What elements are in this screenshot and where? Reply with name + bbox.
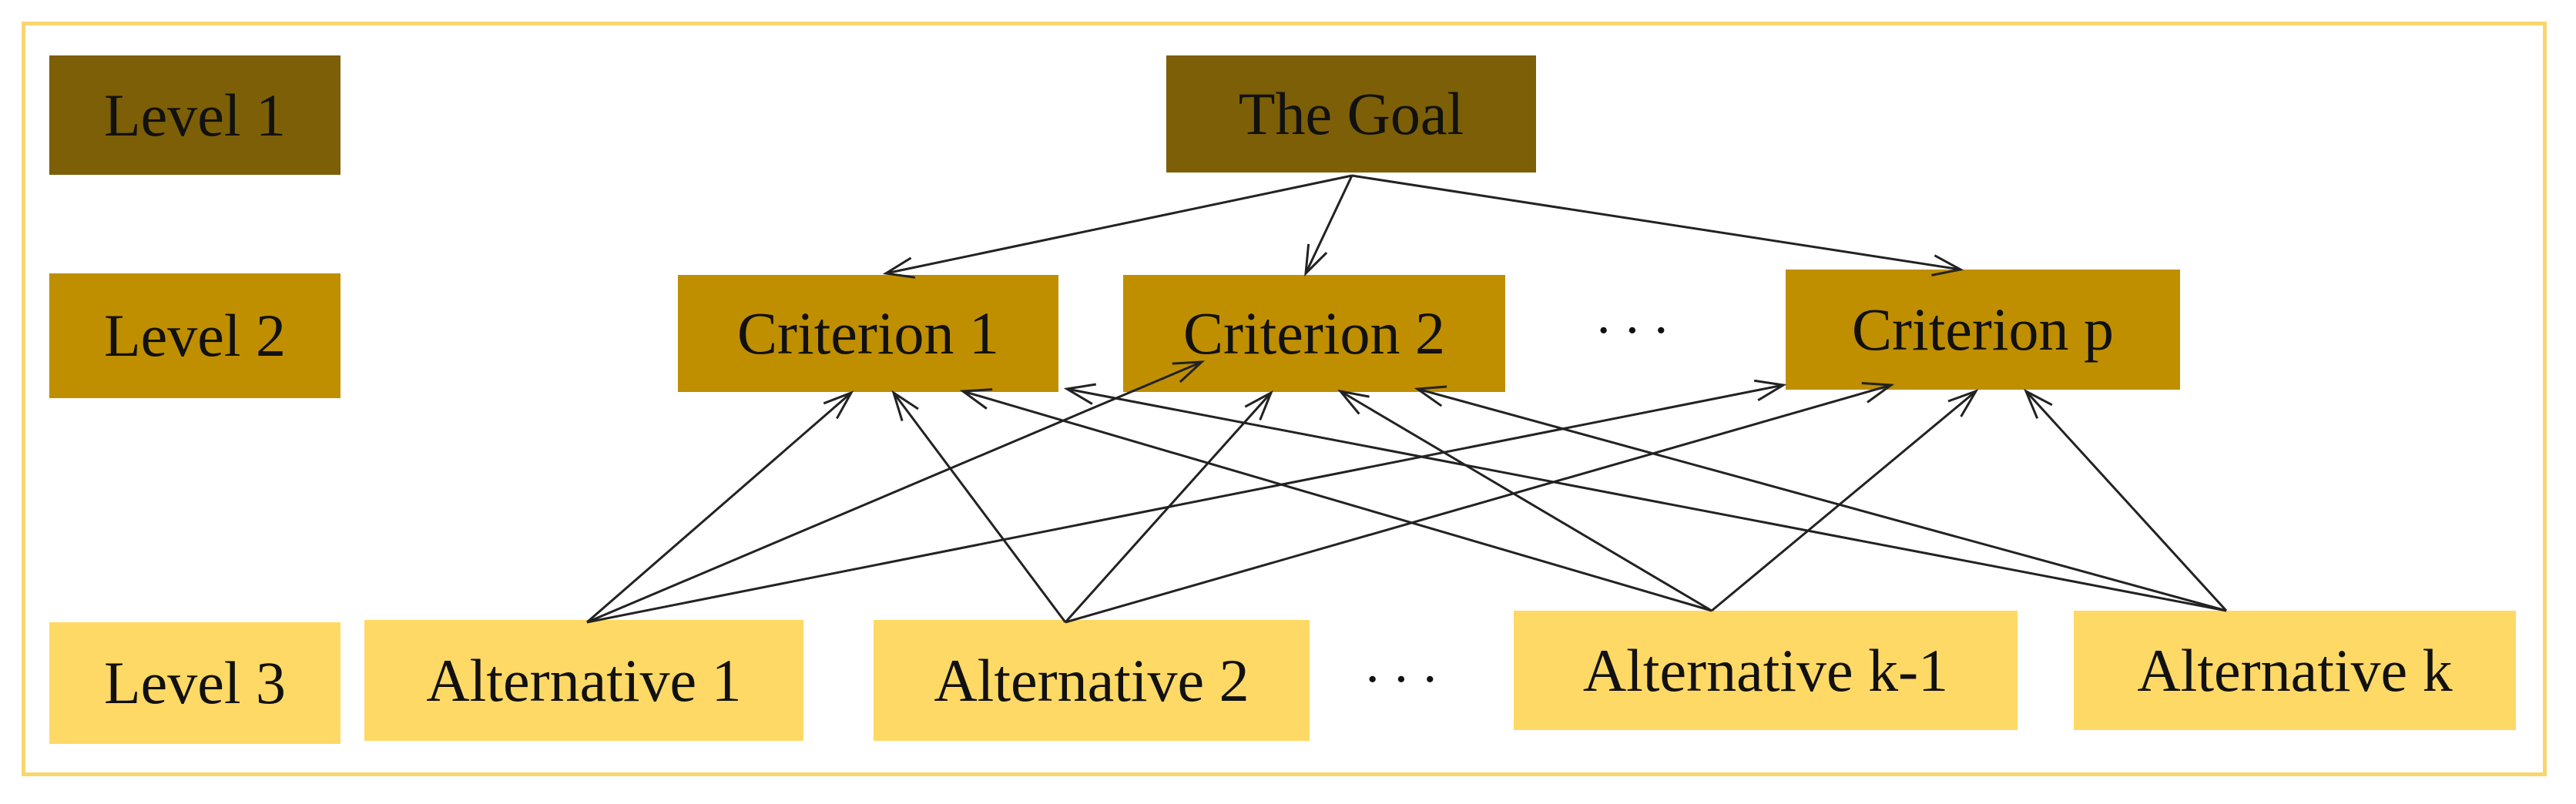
criterion-node-p: Criterion p	[1786, 270, 2180, 390]
alternative-node-1: Alternative 1	[364, 620, 803, 741]
arrow-goal-to-criterion-2	[1304, 175, 1353, 276]
arrow-alt2-to-criterion-2	[1064, 390, 1273, 624]
arrow-altk1-to-criterion-1	[959, 388, 1712, 612]
criterion-node-2: Criterion 2	[1123, 275, 1505, 392]
arrow-alt1-to-criterion-p	[586, 379, 1787, 624]
arrow-alt1-to-criterion-1	[586, 390, 854, 624]
criteria-ellipsis: ···	[1595, 301, 1681, 360]
level-3-label: Level 3	[49, 622, 340, 744]
alternatives-ellipsis: ···	[1363, 650, 1450, 709]
arrow-alt2-to-criterion-1	[891, 390, 1067, 623]
arrow-altk-to-criterion-p	[2024, 388, 2228, 612]
arrow-goal-to-criterion-1	[882, 174, 1353, 279]
arrow-altk-to-criterion-2	[1414, 385, 2227, 612]
alternative-node-k: Alternative k	[2074, 611, 2516, 730]
alternative-node-2: Alternative 2	[874, 620, 1310, 741]
criterion-node-1: Criterion 1	[678, 275, 1058, 392]
arrow-goal-to-criterion-p	[1351, 174, 1964, 276]
arrow-alt2-to-criterion-p	[1065, 381, 1895, 624]
arrow-altk1-to-criterion-2	[1337, 389, 1712, 612]
arrow-alt1-to-criterion-2	[586, 360, 1206, 624]
arrow-altk1-to-criterion-p	[1711, 389, 1979, 612]
level-1-label: Level 1	[49, 55, 340, 175]
arrow-altk-to-criterion-1	[1063, 383, 2227, 612]
goal-node: The Goal	[1166, 55, 1536, 173]
level-2-label: Level 2	[49, 273, 340, 398]
alternative-node-k-1: Alternative k-1	[1514, 611, 2018, 730]
